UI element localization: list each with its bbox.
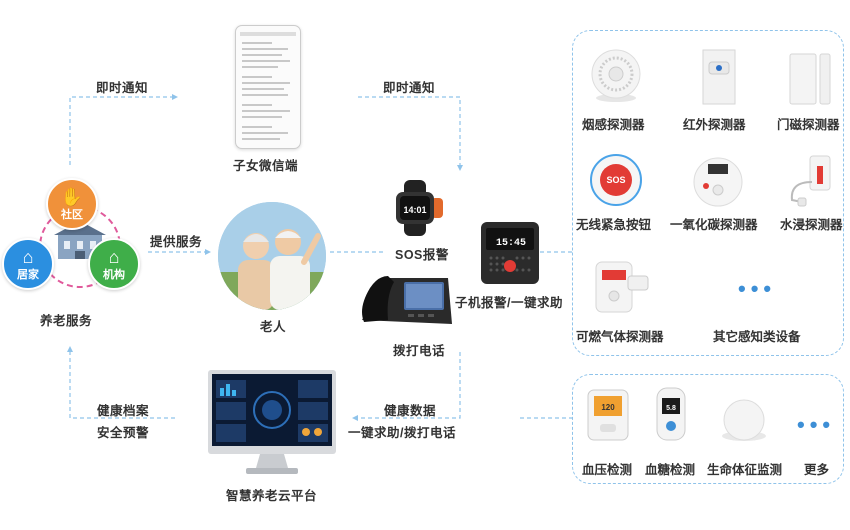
blood-pressure-icon: 120 (587, 389, 629, 441)
svg-text:120: 120 (601, 403, 615, 412)
home-label: 居家 (17, 269, 39, 281)
glucose-meter: 5.8 (655, 386, 687, 447)
alarm-device-icon: 15:45 (486, 228, 534, 272)
health-label-more: 更多 (804, 463, 830, 477)
alarm-label: 子机报警/一键求助 (455, 296, 563, 310)
sensor-label-gas: 可燃气体探测器 (576, 330, 664, 344)
door-sensor (788, 52, 832, 111)
monitor-icon (208, 370, 336, 474)
emergency-button: SOS (590, 152, 642, 213)
sos-watch: 14:01 (390, 180, 446, 236)
watch-icon: 14:01 (396, 180, 443, 236)
provide-service-label: 提供服务 (150, 235, 203, 249)
infrared-detector (699, 48, 739, 111)
wechat-phone (235, 25, 301, 149)
gas-detector (588, 252, 652, 323)
smoke-detector (590, 48, 642, 109)
elder-label: 老人 (260, 320, 287, 334)
health-panel (572, 374, 844, 484)
institution-icon: ⌂ (108, 247, 120, 267)
wechat-screen (240, 32, 296, 140)
desk-phone-icon (362, 276, 452, 324)
arrow-head (352, 415, 358, 421)
connector-health-data (358, 352, 461, 419)
sensor-label-other: 其它感知类设备 (713, 330, 801, 344)
smoke-detector-icon (591, 49, 641, 102)
health-data-label: 健康数据 (384, 404, 437, 418)
blood-pressure-monitor: 120 (586, 388, 630, 447)
svg-text:14:01: 14:01 (403, 205, 426, 215)
health-label-bp: 血压检测 (582, 463, 633, 477)
sos-button-icon: SOS (590, 154, 642, 206)
door-sensor-icon (789, 53, 831, 105)
sensor-label-door: 门磁探测器 (777, 118, 840, 132)
call-label: 拨打电话 (393, 344, 446, 358)
alarm-device: 15:45 (481, 222, 539, 284)
gas-detector-icon (595, 261, 649, 313)
institution-label: 机构 (103, 269, 125, 281)
vital-signs-monitor (718, 398, 770, 447)
connector-health-record (69, 352, 175, 419)
health-record-label: 健康档案 (97, 404, 150, 418)
notify-right-label: 即时通知 (383, 81, 436, 95)
handshake-icon: ✋ (60, 187, 84, 207)
vital-signs-icon (722, 399, 766, 441)
institution-node: ⌂ 机构 (88, 238, 140, 290)
sos-call-label: 一键求助/拨打电话 (348, 426, 456, 440)
co-detector (692, 156, 744, 213)
home-node: ⌂ 居家 (2, 238, 54, 290)
wechat-label: 子女微信端 (233, 159, 299, 173)
connector-notify-right (358, 96, 461, 165)
infrared-detector-icon (702, 49, 736, 105)
sensor-label-co: 一氧化碳探测器 (670, 218, 758, 232)
sos-label: SOS报警 (395, 248, 449, 262)
desk-phone (358, 268, 456, 330)
notify-left-label: 即时通知 (96, 81, 149, 95)
health-label-vitals: 生命体征监测 (707, 463, 783, 477)
arrow-head (457, 165, 463, 171)
community-label: 社区 (61, 209, 83, 221)
more-dots-icon: ••• (738, 276, 777, 301)
sensor-panel (572, 30, 844, 356)
elderly-service-title: 养老服务 (40, 314, 93, 328)
arrow-head (172, 94, 178, 100)
safety-warning-label: 安全预警 (97, 426, 150, 440)
co-detector-icon (693, 157, 743, 207)
sensor-label-water: 水浸探测器 (780, 218, 843, 232)
community-node: ✋ 社区 (46, 178, 98, 230)
connector-notify-left (69, 96, 172, 165)
svg-text:5.8: 5.8 (666, 405, 676, 412)
sensor-label-sos: 无线紧急按钮 (576, 218, 652, 232)
arrow-head (205, 249, 211, 255)
arrow-head (67, 346, 73, 352)
water-leak-detector (780, 152, 836, 213)
sensor-label-smoke: 烟感探测器 (582, 118, 645, 132)
glucose-meter-icon: 5.8 (656, 387, 686, 441)
elder-couple-image (218, 202, 326, 310)
alarm-time: 15:45 (496, 238, 526, 249)
sensor-label-infrared: 红外探测器 (683, 118, 746, 132)
health-label-glucose: 血糖检测 (645, 463, 696, 477)
water-detector-icon (790, 155, 831, 207)
cloud-platform-monitor (208, 370, 336, 476)
elder-photo (218, 202, 326, 310)
platform-label: 智慧养老云平台 (226, 489, 318, 503)
health-more-dots-icon: ••• (797, 412, 836, 437)
house-icon: ⌂ (22, 247, 34, 267)
svg-text:SOS: SOS (606, 175, 625, 185)
